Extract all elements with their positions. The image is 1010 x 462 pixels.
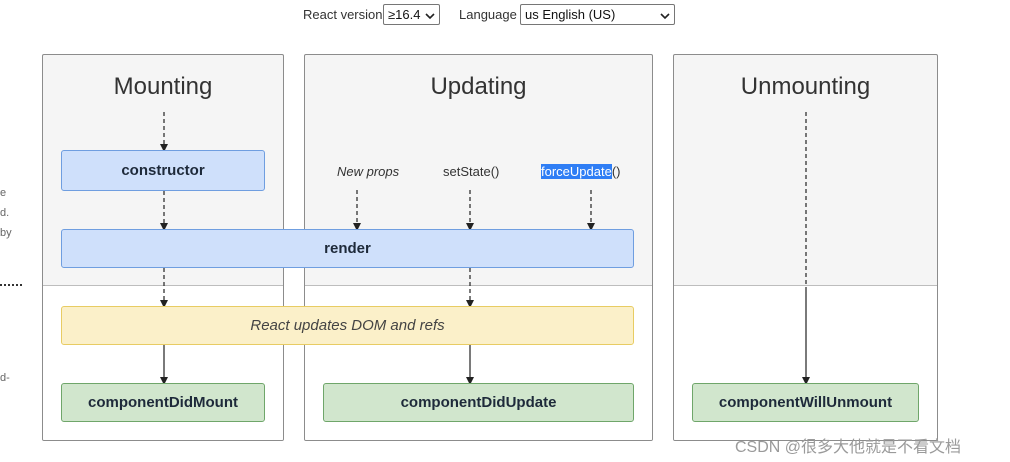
left-edge-fragment: by <box>0 227 12 239</box>
force-update-parens: () <box>611 164 621 179</box>
react-updates-dom-node: React updates DOM and refs <box>61 306 634 345</box>
chevron-down-icon <box>425 9 435 24</box>
controls-bar: React version ≥16.4 Language us English … <box>0 3 1010 25</box>
component-will-unmount-node[interactable]: componentWillUnmount <box>692 383 919 422</box>
trigger-force-update: forceUpdate() <box>541 164 621 179</box>
language-label: Language <box>459 7 517 22</box>
constructor-node[interactable]: constructor <box>61 150 265 191</box>
language-value: us English (US) <box>525 7 616 22</box>
left-edge-fragment: d. <box>0 207 10 219</box>
trigger-new-props: New props <box>337 164 400 179</box>
component-did-update-node[interactable]: componentDidUpdate <box>323 383 634 422</box>
unmounting-title: Unmounting <box>740 73 871 100</box>
left-edge-fragment: e <box>0 187 7 199</box>
force-update-selected-text: forceUpdate <box>541 164 612 179</box>
react-version-label: React version <box>303 7 383 22</box>
render-node[interactable]: render <box>61 229 634 268</box>
react-version-select[interactable]: ≥16.4 <box>383 4 440 25</box>
chevron-down-icon <box>660 9 670 24</box>
left-edge-fragment: d- <box>0 372 10 384</box>
mounting-title: Mounting <box>113 73 213 100</box>
component-did-mount-node[interactable]: componentDidMount <box>61 383 265 422</box>
trigger-set-state: setState() <box>443 164 500 179</box>
watermark: CSDN @很多大他就是不看文档 <box>735 439 962 456</box>
react-version-value: ≥16.4 <box>388 7 421 22</box>
language-select[interactable]: us English (US) <box>520 4 675 25</box>
updating-title: Updating <box>430 73 527 100</box>
left-edge-divider <box>0 284 22 286</box>
